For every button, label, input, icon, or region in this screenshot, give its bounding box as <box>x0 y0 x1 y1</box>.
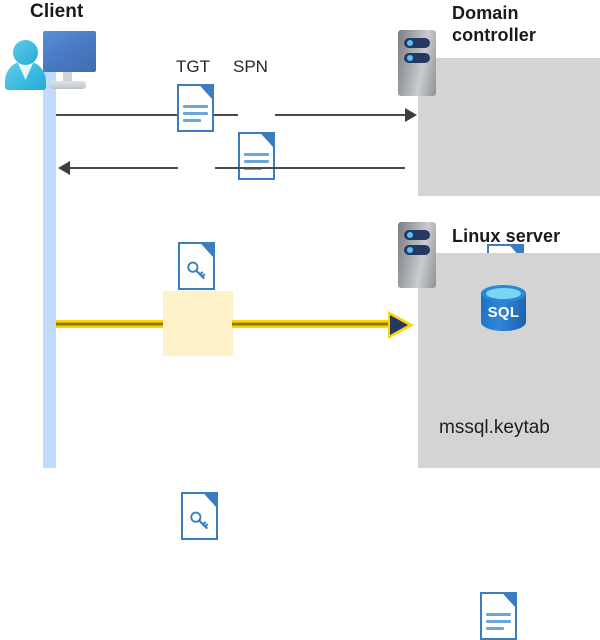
flow-reply-line-right <box>215 167 405 169</box>
flow-request-arrowhead <box>405 108 417 122</box>
person-head <box>13 40 38 65</box>
doc-text-lines <box>244 153 269 174</box>
server-led <box>407 40 413 46</box>
domain-controller-title: Domain controller <box>452 3 537 45</box>
server-bay-2 <box>404 53 430 63</box>
doc-page <box>178 242 215 290</box>
flow-reply-arrowhead <box>58 161 70 175</box>
client-title: Client <box>30 1 84 22</box>
cylinder-top-inner <box>486 288 521 299</box>
desktop-user-icon <box>5 28 97 100</box>
keytab-label: mssql.keytab <box>439 417 550 438</box>
monitor-screen <box>43 31 96 72</box>
server-led <box>407 55 413 61</box>
server-led <box>407 247 413 253</box>
client-lifeline <box>43 60 56 468</box>
domain-controller-panel <box>418 58 600 196</box>
spn-label: SPN <box>233 57 268 76</box>
tgt-label: TGT <box>176 57 210 76</box>
flow-request-line-left <box>56 114 177 116</box>
domain-controller-server-icon <box>398 30 436 96</box>
flow-request-line-right <box>275 114 405 116</box>
monitor-stand <box>63 72 72 83</box>
server-bay-1 <box>404 38 430 48</box>
cylinder-top <box>481 285 526 302</box>
keytab-document-icon <box>480 592 517 640</box>
service-ticket-key-document-icon <box>181 492 218 540</box>
flow-ticket-yellow-right <box>232 320 392 328</box>
flow-ticket-yellow-left <box>56 320 164 328</box>
tgt-document-icon <box>177 84 214 132</box>
key-icon <box>187 262 206 280</box>
key-icon <box>190 512 209 530</box>
server-bay-2 <box>404 245 430 255</box>
monitor-base <box>50 81 86 89</box>
diagram-canvas: Client TGT SPN <box>5 1 600 640</box>
ticket-highlight-box <box>163 291 233 356</box>
doc-text-lines <box>486 613 511 634</box>
reply-key-document-icon <box>178 242 215 290</box>
server-bay-1 <box>404 230 430 240</box>
flow-ticket-arrowhead-inner <box>390 315 408 335</box>
doc-text-lines <box>183 105 208 126</box>
linux-server-title: Linux server <box>452 226 561 246</box>
sql-database-icon: SQL <box>481 285 526 337</box>
server-led <box>407 232 413 238</box>
sql-label: SQL <box>487 304 520 321</box>
flow-request-line-mid <box>214 114 238 116</box>
spn-document-icon <box>238 132 275 180</box>
flow-reply-line-left <box>70 167 178 169</box>
linux-server-icon <box>398 222 436 288</box>
